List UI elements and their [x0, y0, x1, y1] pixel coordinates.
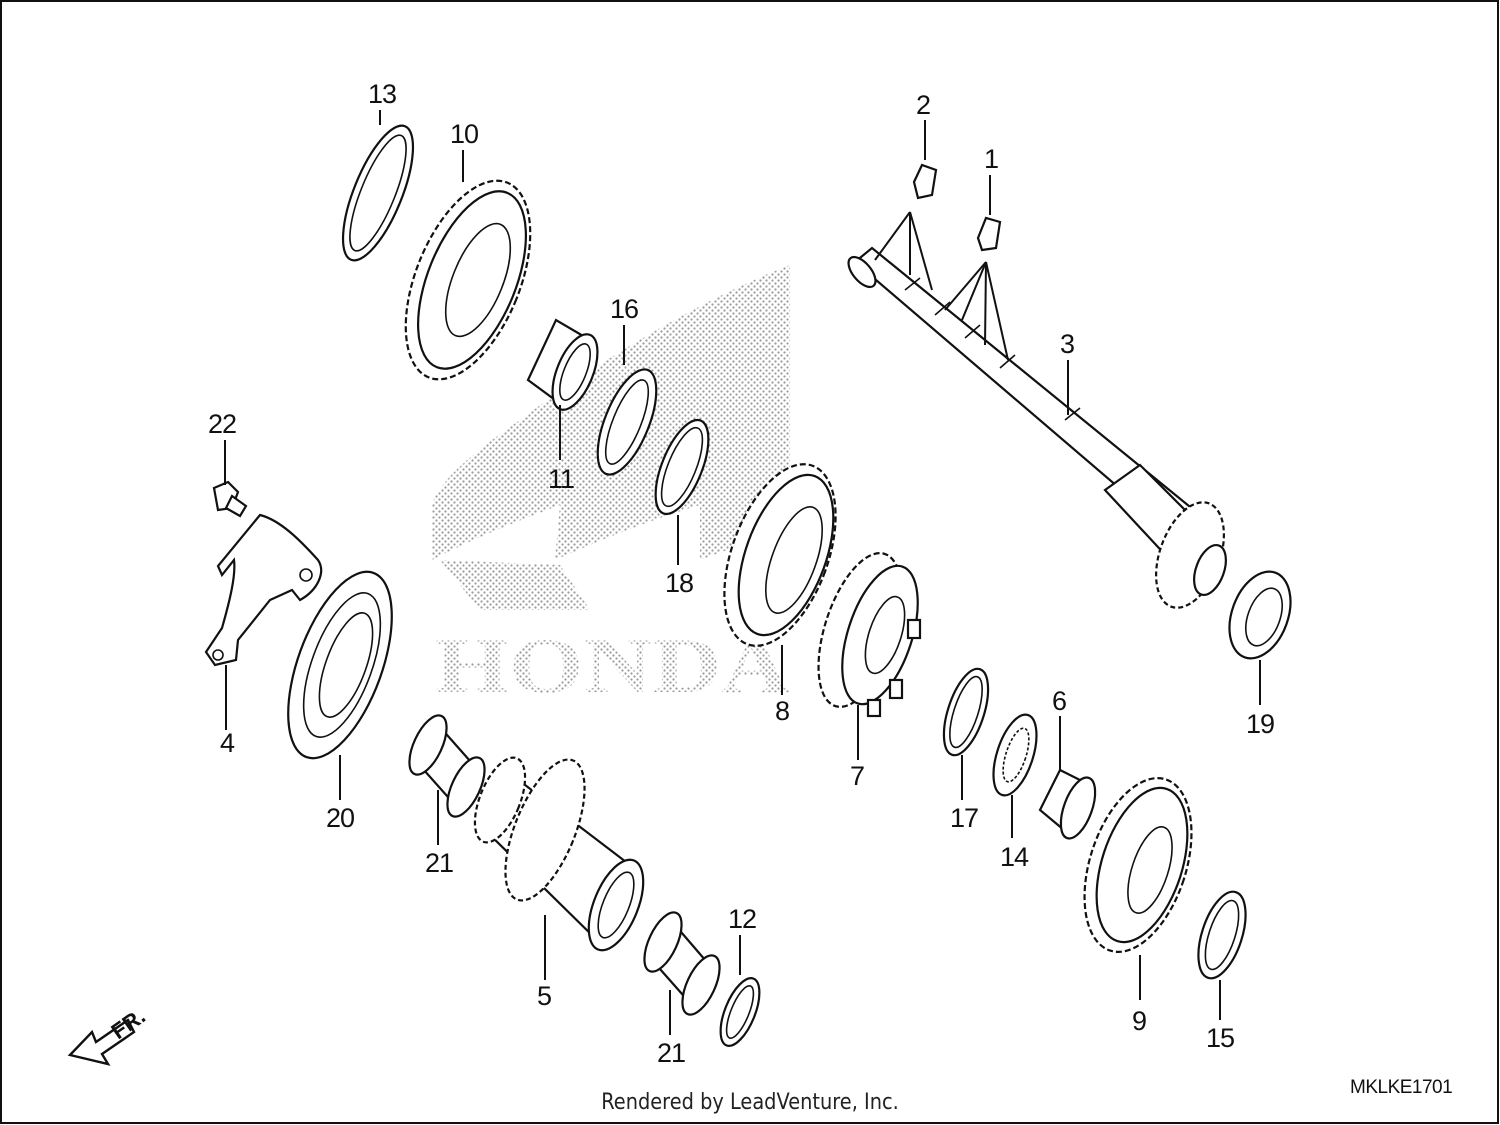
callout-8: 8 [775, 696, 789, 726]
callout-3: 3 [1060, 329, 1074, 359]
part-4-plate[interactable] [204, 513, 323, 667]
part-2-collar[interactable] [912, 163, 938, 200]
callout-19: 19 [1246, 709, 1274, 739]
part-17-snap-ring[interactable] [935, 664, 997, 761]
callout-2: 2 [916, 90, 930, 120]
callout-11: 11 [548, 464, 574, 494]
part-20-bearing[interactable] [267, 559, 413, 772]
part-16-washer[interactable] [586, 362, 669, 482]
part-21-needle-bearing-b[interactable] [637, 907, 727, 1020]
part-14-splined-washer[interactable] [985, 709, 1045, 800]
part-8-gear[interactable] [702, 449, 857, 660]
part-19-bearing[interactable] [1218, 563, 1301, 667]
callout-5: 5 [537, 981, 551, 1011]
callout-10: 10 [450, 119, 478, 149]
part-10-gear[interactable] [380, 163, 555, 397]
part-18-snap-ring[interactable] [645, 413, 720, 521]
callout-6: 6 [1052, 686, 1066, 716]
part-3-shaft[interactable] [844, 246, 1237, 617]
honda-watermark-text: HONDA [435, 622, 790, 709]
callout-15: 15 [1206, 1023, 1234, 1053]
part-15-washer[interactable] [1189, 886, 1255, 984]
drawing-code: MKLKE1701 [1350, 1077, 1452, 1098]
callout-21-upper: 21 [425, 848, 453, 878]
part-9-gear[interactable] [1065, 765, 1212, 966]
callout-22: 22 [208, 409, 236, 439]
part-1-collar[interactable] [976, 216, 1002, 252]
part-6-bushing[interactable] [1038, 768, 1102, 843]
part-11-bushing[interactable] [526, 318, 607, 416]
part-21-needle-bearing-a[interactable] [402, 710, 492, 822]
callout-12: 12 [728, 904, 756, 934]
callout-labels: 13 10 2 1 3 16 11 18 22 4 20 21 5 21 12 … [208, 79, 1275, 1068]
callout-14: 14 [1000, 842, 1029, 872]
leader-lines [224, 110, 1261, 1035]
footer-credit: Rendered by LeadVenture, Inc. [601, 1090, 899, 1115]
callout-17: 17 [950, 803, 978, 833]
callout-13: 13 [368, 79, 396, 109]
callout-4: 4 [220, 728, 235, 758]
part-12-snap-ring[interactable] [713, 973, 768, 1051]
callout-20: 20 [326, 803, 354, 833]
callout-18: 18 [665, 568, 693, 598]
front-direction-arrow-icon: FR. [67, 1003, 150, 1066]
callout-9: 9 [1132, 1006, 1146, 1036]
callout-7: 7 [850, 761, 864, 791]
part-7-dog-gear[interactable] [802, 543, 933, 718]
part-22-bolt[interactable] [212, 480, 248, 518]
part-13-washer[interactable] [329, 117, 427, 268]
part-5-cluster-gear[interactable] [465, 749, 655, 958]
callout-16: 16 [610, 294, 638, 324]
callout-21-lower: 21 [657, 1038, 685, 1068]
callout-1: 1 [984, 144, 998, 174]
